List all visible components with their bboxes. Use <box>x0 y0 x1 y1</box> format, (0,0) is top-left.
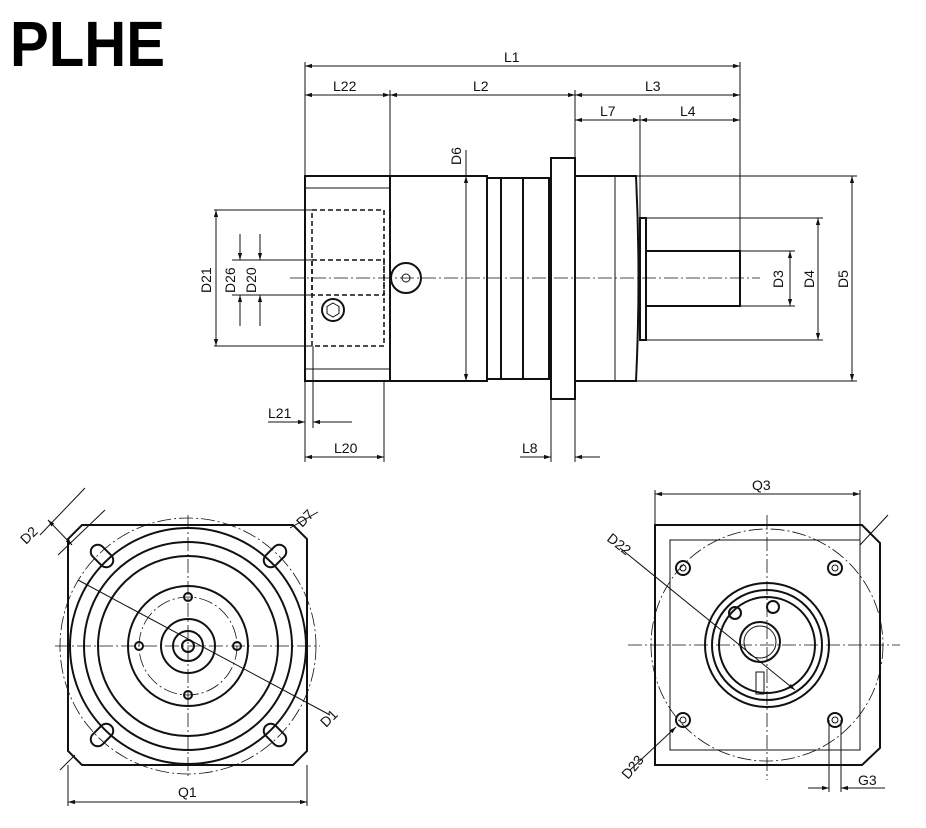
dim-D3: D3 <box>770 270 786 288</box>
dim-D4: D4 <box>801 270 817 288</box>
dim-Q1: Q1 <box>178 784 197 800</box>
dim-D2: D2 <box>17 523 41 547</box>
output-end-view: Q3 D22 D23 G3 <box>604 477 900 792</box>
dim-Q3: Q3 <box>752 477 771 493</box>
dim-L20: L20 <box>334 440 358 456</box>
dim-L7: L7 <box>600 103 616 119</box>
dim-G3: G3 <box>858 772 877 788</box>
input-end-view: D2 D7 D1 Q1 <box>17 487 341 806</box>
dim-L2: L2 <box>473 78 489 94</box>
dim-D21: D21 <box>198 267 214 293</box>
product-title: PLHE <box>10 8 165 80</box>
dim-D20: D20 <box>243 267 259 293</box>
dim-L8: L8 <box>522 440 538 456</box>
dim-D5: D5 <box>835 270 851 288</box>
dim-D22: D22 <box>604 530 634 559</box>
dim-D23: D23 <box>618 752 647 782</box>
dim-L1: L1 <box>504 49 520 65</box>
dim-D6: D6 <box>448 147 464 165</box>
dim-D7: D7 <box>293 506 317 530</box>
dim-L3: L3 <box>645 78 661 94</box>
dim-L22: L22 <box>333 78 357 94</box>
dim-L21: L21 <box>268 405 292 421</box>
side-view: L1 L22 L2 L3 L7 L4 D6 D3 D4 D5 D21 D26 D… <box>198 49 857 462</box>
dim-L4: L4 <box>680 103 696 119</box>
dim-D26: D26 <box>222 267 238 293</box>
